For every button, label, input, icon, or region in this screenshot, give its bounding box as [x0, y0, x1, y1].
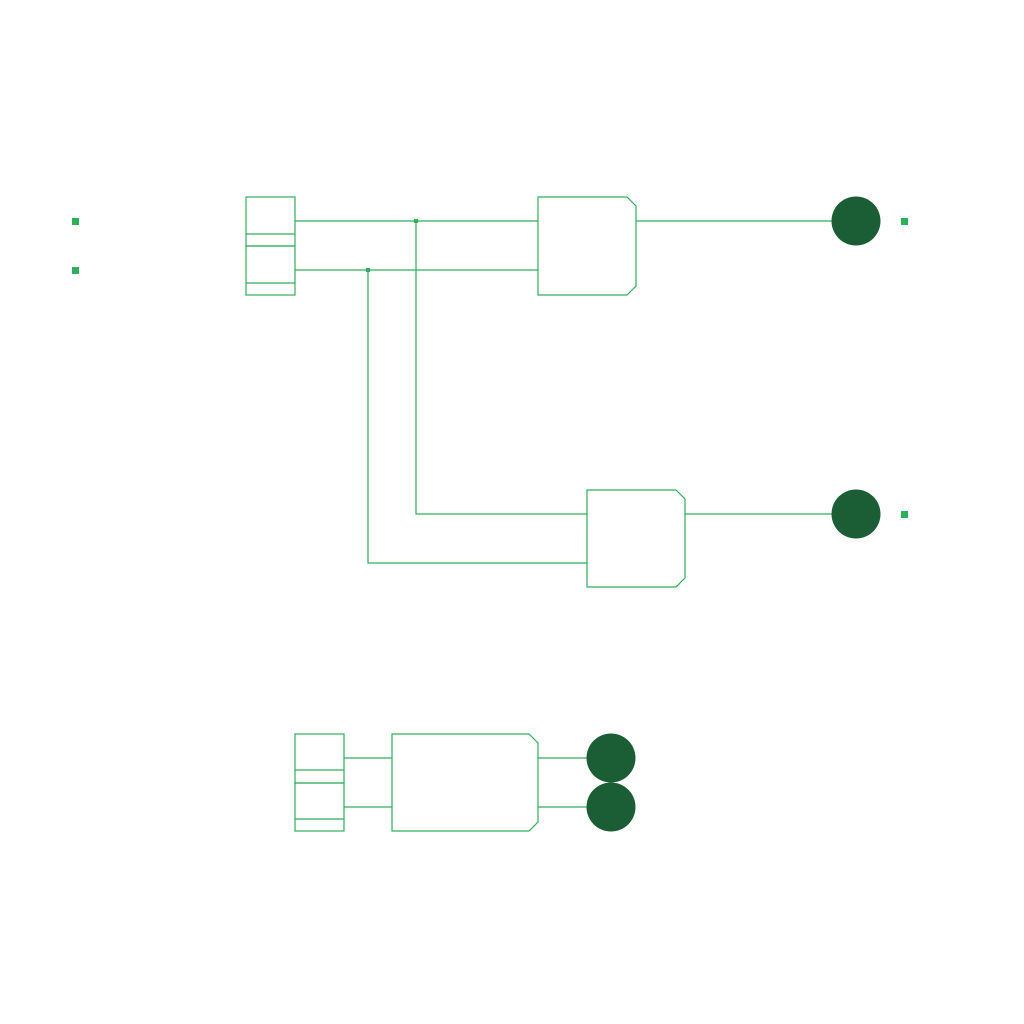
gate-2	[586, 489, 686, 588]
output-lamp-1	[831, 196, 881, 246]
output-lamp-4	[586, 782, 636, 832]
output-lamp-3	[586, 733, 636, 783]
input-pin-marker-1	[72, 218, 79, 225]
input-pin-marker-2	[72, 267, 79, 274]
wire-branch-a-to-gate2	[415, 221, 587, 515]
gate-3	[391, 733, 539, 832]
junction-dot-1	[414, 219, 418, 223]
wire-branch-b-to-gate2	[367, 270, 587, 564]
output-pin-marker-2	[901, 511, 908, 518]
output-lamp-2	[831, 489, 881, 539]
output-pin-marker-1	[901, 218, 908, 225]
junction-dot-2	[366, 268, 370, 272]
gate-1	[537, 196, 637, 296]
